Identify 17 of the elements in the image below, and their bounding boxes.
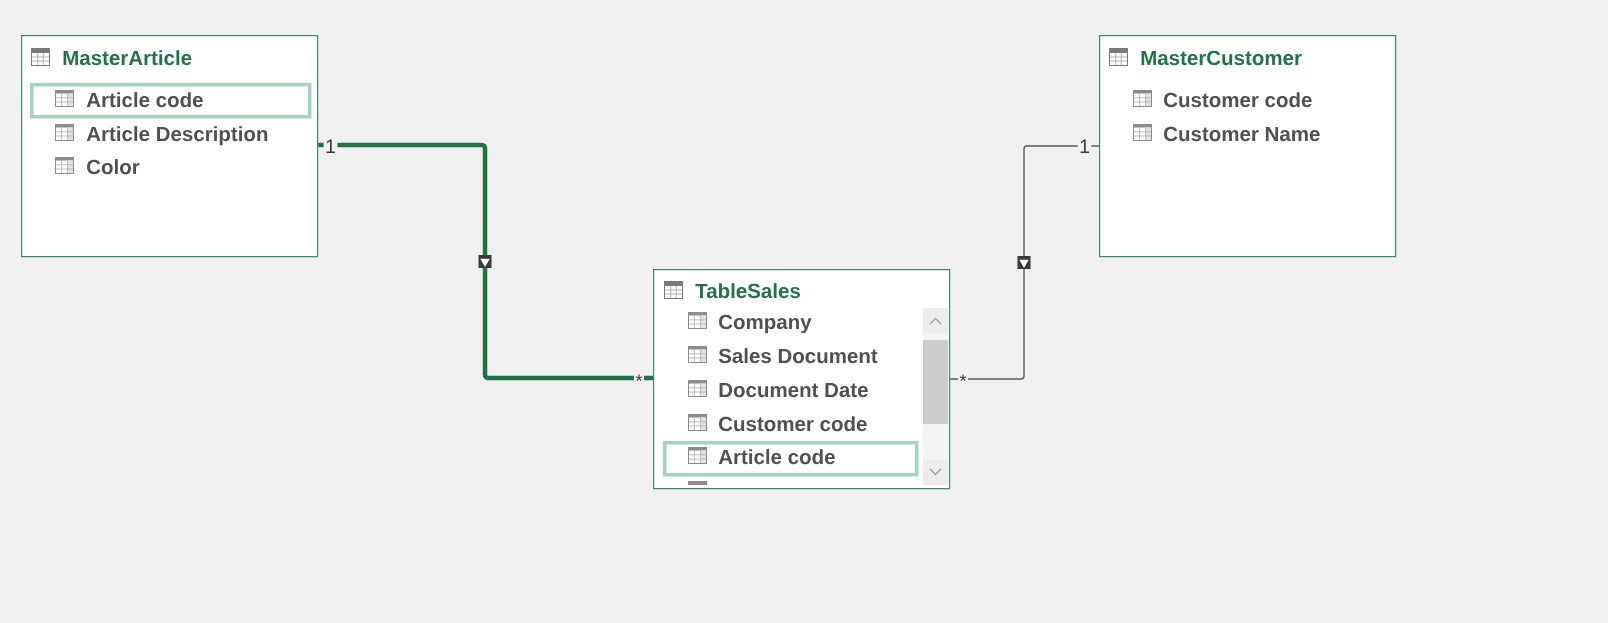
table-name: TableSales: [695, 283, 800, 299]
cardinality-label: *: [634, 373, 644, 389]
column-name: Color: [87, 159, 140, 175]
relationship-line: [949, 145, 1100, 380]
column-name: Customer code: [719, 416, 867, 432]
column-name: Article Description: [86, 126, 268, 146]
column-name: Sales Document: [718, 348, 878, 364]
table-name: MasterCustomer: [1141, 50, 1302, 66]
column-name: Company: [719, 314, 812, 334]
column-name: Customer Name: [1164, 126, 1320, 142]
highlighted-row: Article code: [30, 83, 312, 119]
cardinality-label: *: [958, 373, 968, 389]
highlighted-row: Article code: [663, 441, 919, 477]
column-name: Document Date: [719, 382, 868, 398]
table-name: MasterArticle: [63, 50, 192, 66]
relationship-line: [318, 142, 653, 381]
column-name: Customer code: [1164, 92, 1312, 108]
